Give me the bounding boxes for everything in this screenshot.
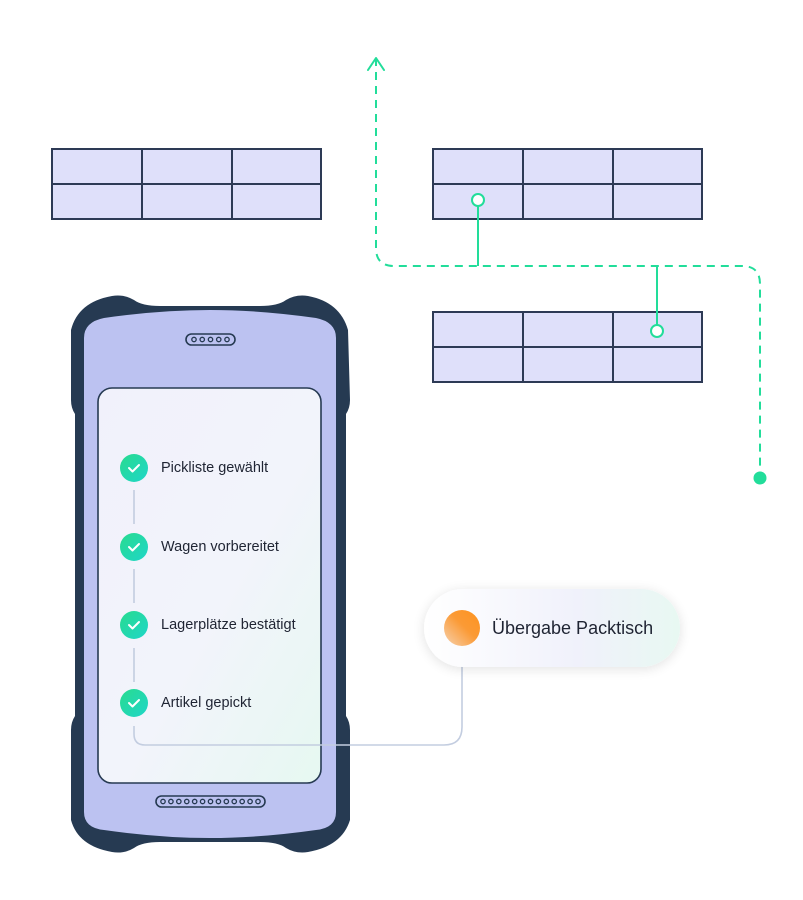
shelf-bottom-right xyxy=(432,311,703,383)
handover-label: Übergabe Packtisch xyxy=(492,618,654,638)
speaker-hole xyxy=(168,798,174,805)
speaker-hole xyxy=(231,798,238,805)
shelf-left xyxy=(51,148,322,220)
arrow-up-icon xyxy=(367,57,385,71)
speaker-hole xyxy=(255,798,261,805)
speaker-hole xyxy=(223,798,230,805)
shelf-marker-bottom xyxy=(650,266,664,338)
speaker-hole xyxy=(239,798,246,805)
check-icon xyxy=(120,533,148,561)
device-screen xyxy=(97,387,322,784)
check-icon xyxy=(120,611,148,639)
speaker-hole xyxy=(215,336,222,343)
speaker-hole xyxy=(247,798,253,805)
speaker-hole xyxy=(160,798,166,805)
check-icon xyxy=(120,454,148,482)
top-speaker-icon xyxy=(185,333,236,346)
speaker-hole xyxy=(183,798,190,805)
handover-pill xyxy=(424,589,680,667)
speaker-hole xyxy=(199,336,206,343)
shelf-top-right xyxy=(432,148,703,220)
bottom-speaker-icon xyxy=(155,795,266,808)
speaker-hole xyxy=(224,336,230,343)
handover-connector xyxy=(133,666,463,746)
step-label: Lagerplätze bestätigt xyxy=(161,617,296,633)
speaker-hole xyxy=(207,336,214,343)
speaker-hole xyxy=(191,798,198,805)
orange-dot-icon xyxy=(444,610,480,646)
check-icon xyxy=(120,689,148,717)
speaker-hole xyxy=(199,798,206,805)
route-end-dot-icon xyxy=(753,471,767,485)
step-label: Pickliste gewählt xyxy=(161,460,269,476)
speaker-hole xyxy=(175,798,182,805)
shelf-marker-top xyxy=(471,193,485,266)
speaker-hole xyxy=(215,798,222,805)
handheld-device xyxy=(71,295,350,853)
route-path xyxy=(375,58,761,472)
step-label: Wagen vorbereitet xyxy=(161,539,279,555)
step-label: Artikel gepickt xyxy=(161,695,252,711)
speaker-hole xyxy=(207,798,214,805)
speaker-hole xyxy=(191,336,197,343)
